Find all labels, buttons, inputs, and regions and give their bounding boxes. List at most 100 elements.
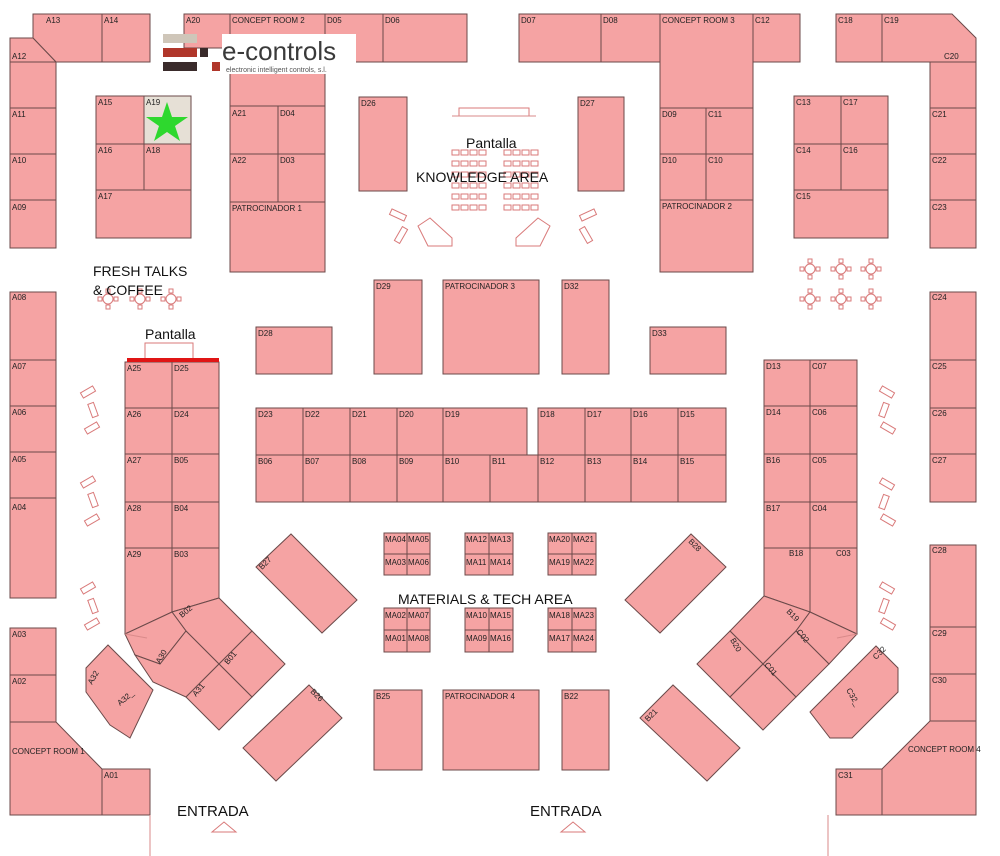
booth-d27[interactable]	[577, 96, 625, 192]
booth-a09[interactable]	[9, 199, 57, 249]
booth-b15[interactable]	[677, 454, 727, 503]
booth-d24[interactable]	[171, 407, 220, 455]
booth-ma06[interactable]	[406, 553, 431, 576]
booth-c06[interactable]	[809, 405, 858, 455]
booth-c32[interactable]	[809, 645, 899, 739]
label-d32: D32	[564, 282, 579, 291]
booth-b12[interactable]	[537, 454, 586, 503]
booth-concept-room-3[interactable]	[659, 13, 754, 109]
booth-a22[interactable]	[229, 153, 279, 203]
booth-b16[interactable]	[763, 453, 811, 503]
booth-d32[interactable]	[561, 279, 610, 375]
e-controls-logo: e-controls electronic intelligent contro…	[163, 34, 356, 74]
booth-a05[interactable]	[9, 451, 57, 499]
booth-a14[interactable]	[101, 13, 151, 63]
booth-d04[interactable]	[277, 105, 326, 155]
booth-b11[interactable]	[489, 454, 539, 503]
booth-c20[interactable]	[929, 61, 977, 109]
booth-a17[interactable]	[95, 189, 192, 239]
booth-b26[interactable]	[242, 684, 343, 782]
booth-c15[interactable]	[793, 189, 889, 239]
booth-patrocinador-4[interactable]	[442, 689, 540, 771]
booth-c10[interactable]	[705, 153, 754, 201]
booth-b25[interactable]	[373, 689, 423, 771]
booth-b09[interactable]	[396, 454, 444, 503]
booth-d14[interactable]	[763, 405, 811, 455]
booth-ma22[interactable]	[571, 553, 597, 576]
booth-concept-room-1[interactable]	[9, 721, 103, 816]
booth-d22[interactable]	[302, 407, 351, 456]
booth-b10[interactable]	[442, 454, 491, 503]
bench	[878, 477, 896, 491]
booth-a01[interactable]	[101, 768, 151, 816]
booth-d19[interactable]	[442, 407, 528, 456]
booth-a15[interactable]	[95, 95, 145, 145]
booth-b22[interactable]	[561, 689, 610, 771]
booth-a11[interactable]	[9, 107, 57, 155]
label-b16: B16	[766, 456, 781, 465]
booth-d26[interactable]	[358, 96, 408, 192]
booth-d10[interactable]	[659, 153, 707, 201]
booth-a13[interactable]	[32, 13, 103, 63]
booth-c18[interactable]	[835, 13, 883, 63]
booth-a16[interactable]	[95, 143, 145, 191]
booth-d07[interactable]	[518, 13, 602, 63]
booth-a26[interactable]	[124, 407, 173, 455]
booth-c04[interactable]	[809, 501, 858, 549]
booth-a18[interactable]	[143, 143, 192, 191]
booth-ma08[interactable]	[406, 629, 431, 653]
booth-c17[interactable]	[840, 95, 889, 145]
booth-d06[interactable]	[382, 13, 468, 63]
booth-ma16[interactable]	[488, 629, 514, 653]
booth-patrocinador-1[interactable]	[229, 201, 326, 273]
booth-c28[interactable]	[929, 544, 977, 628]
booth-c21[interactable]	[929, 107, 977, 155]
booth-d03[interactable]	[277, 153, 326, 203]
booth-d33[interactable]	[649, 326, 727, 375]
booth-c27[interactable]	[929, 453, 977, 503]
booth-d08[interactable]	[600, 13, 661, 63]
booth-c24[interactable]	[929, 291, 977, 361]
booth-c05[interactable]	[809, 453, 858, 503]
booth-d13[interactable]	[763, 359, 811, 407]
booth-a07[interactable]	[9, 359, 57, 407]
booth-b27[interactable]	[255, 533, 358, 634]
booth-a04[interactable]	[9, 497, 57, 599]
label-d25: D25	[174, 364, 189, 373]
booth-d17[interactable]	[584, 407, 632, 456]
booth-c13[interactable]	[793, 95, 842, 145]
booth-c12[interactable]	[752, 13, 801, 63]
booth-d09[interactable]	[659, 107, 707, 155]
booth-patrocinador-2[interactable]	[659, 199, 754, 273]
booth-b21[interactable]	[639, 684, 741, 782]
booth-a31[interactable]	[185, 663, 253, 731]
booth-d28[interactable]	[255, 326, 333, 375]
booth-d23[interactable]	[255, 407, 304, 456]
booth-a08[interactable]	[9, 291, 57, 361]
booth-b05[interactable]	[171, 453, 220, 503]
booth-ma24[interactable]	[571, 629, 597, 653]
booth-c23[interactable]	[929, 199, 977, 249]
booth-c25[interactable]	[929, 359, 977, 409]
booth-b08[interactable]	[349, 454, 398, 503]
booth-patrocinador-3[interactable]	[442, 279, 540, 375]
booth-c07[interactable]	[809, 359, 858, 407]
booth-c30[interactable]	[929, 673, 977, 722]
booth-c31[interactable]	[835, 768, 883, 816]
booth-c22[interactable]	[929, 153, 977, 201]
booth-ma14[interactable]	[488, 553, 514, 576]
booth-c01[interactable]	[729, 663, 797, 731]
booth-a06[interactable]	[9, 405, 57, 453]
booth-a12[interactable]	[9, 61, 57, 109]
label-ma03: MA03	[385, 558, 406, 567]
booth-b14[interactable]	[630, 454, 679, 503]
booth-d29[interactable]	[373, 279, 423, 375]
booth-concept-room-4[interactable]	[881, 720, 977, 816]
booth-b06[interactable]	[255, 454, 304, 503]
booth-a10[interactable]	[9, 153, 57, 201]
booth-b28[interactable]	[624, 533, 727, 634]
booth-a32[interactable]	[85, 644, 154, 739]
booth-a02[interactable]	[9, 674, 57, 723]
booth-c11[interactable]	[705, 107, 754, 155]
booth-c26[interactable]	[929, 407, 977, 455]
